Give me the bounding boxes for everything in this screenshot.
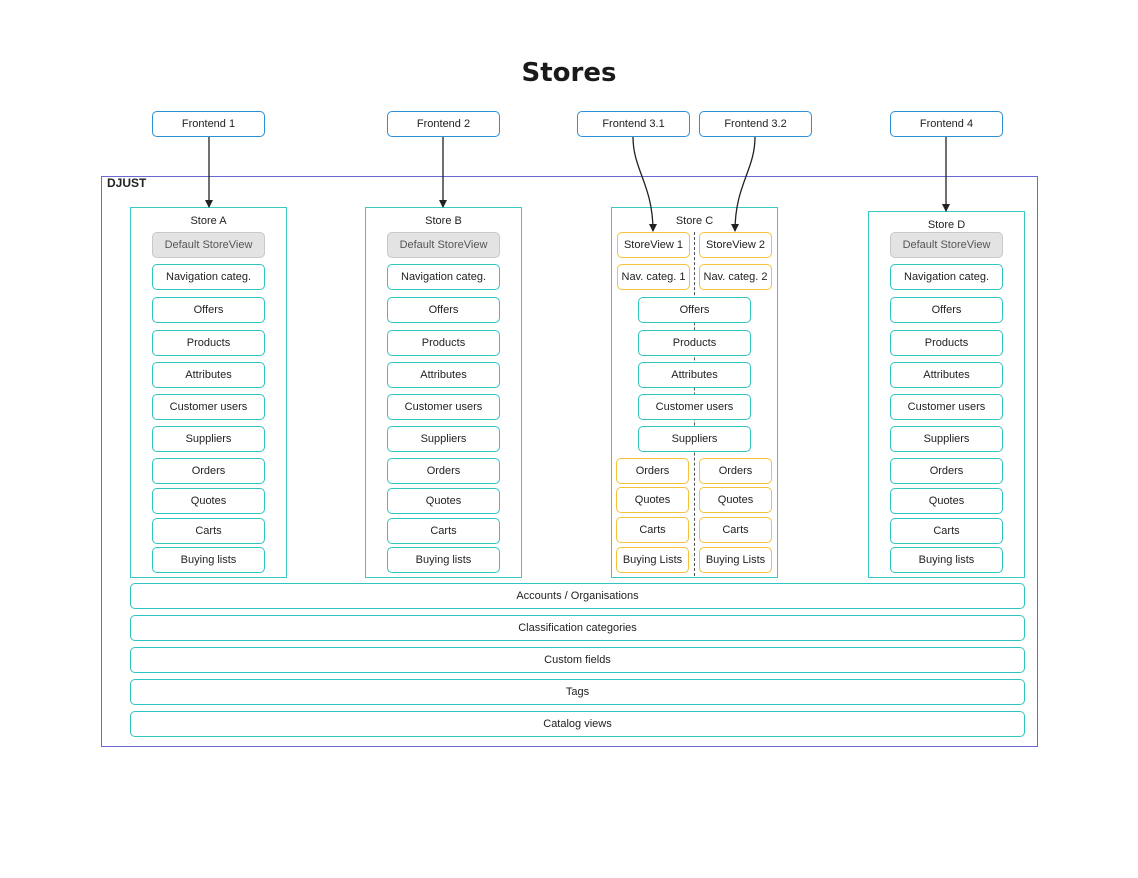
store-b-products: Products (387, 330, 500, 356)
store-d-navigation-categ: Navigation categ. (890, 264, 1003, 290)
store-b-attributes: Attributes (387, 362, 500, 388)
store-c-sv1-carts: Carts (616, 517, 689, 543)
frontend-3-2: Frontend 3.2 (699, 111, 812, 137)
shared-accounts-organisations: Accounts / Organisations (130, 583, 1025, 609)
store-b-label: Store B (425, 215, 462, 227)
store-c-sv2-buying-lists: Buying Lists (699, 547, 772, 573)
store-c-customer-users: Customer users (638, 394, 751, 420)
store-a-products: Products (152, 330, 265, 356)
store-b-suppliers: Suppliers (387, 426, 500, 452)
store-c-sv2-storeview-2: StoreView 2 (699, 232, 772, 258)
frontend-2: Frontend 2 (387, 111, 500, 137)
store-a-default-storeview: Default StoreView (152, 232, 265, 258)
store-d-suppliers: Suppliers (890, 426, 1003, 452)
store-b-carts: Carts (387, 518, 500, 544)
store-b-quotes: Quotes (387, 488, 500, 514)
store-d-buying-lists: Buying lists (890, 547, 1003, 573)
store-a-orders: Orders (152, 458, 265, 484)
store-b-navigation-categ: Navigation categ. (387, 264, 500, 290)
store-a-suppliers: Suppliers (152, 426, 265, 452)
store-c-offers: Offers (638, 297, 751, 323)
store-b-orders: Orders (387, 458, 500, 484)
store-d-orders: Orders (890, 458, 1003, 484)
store-c-sv2-orders: Orders (699, 458, 772, 484)
store-d-label: Store D (927, 219, 966, 231)
store-d-customer-users: Customer users (890, 394, 1003, 420)
arrow-frontend-3-1-to-storeview-1 (632, 136, 657, 232)
store-a-label: Store A (190, 215, 227, 227)
frontend-1: Frontend 1 (152, 111, 265, 137)
store-c-attributes: Attributes (638, 362, 751, 388)
store-c-sv1-quotes: Quotes (616, 487, 689, 513)
store-c-sv1-orders: Orders (616, 458, 689, 484)
djust-container (101, 176, 1038, 747)
store-c-suppliers: Suppliers (638, 426, 751, 452)
frontend-3-1: Frontend 3.1 (577, 111, 690, 137)
store-b-default-storeview: Default StoreView (387, 232, 500, 258)
store-a-offers: Offers (152, 297, 265, 323)
store-b-customer-users: Customer users (387, 394, 500, 420)
store-c-sv2-quotes: Quotes (699, 487, 772, 513)
store-b-buying-lists: Buying lists (387, 547, 500, 573)
store-c-label: Store C (675, 215, 714, 227)
shared-tags: Tags (130, 679, 1025, 705)
store-c-sv1-storeview-1: StoreView 1 (617, 232, 690, 258)
store-a-attributes: Attributes (152, 362, 265, 388)
store-a-quotes: Quotes (152, 488, 265, 514)
store-a-carts: Carts (152, 518, 265, 544)
shared-custom-fields: Custom fields (130, 647, 1025, 673)
store-c-products: Products (638, 330, 751, 356)
store-d-offers: Offers (890, 297, 1003, 323)
store-c (611, 207, 778, 578)
store-d-quotes: Quotes (890, 488, 1003, 514)
djust-label: DJUST (107, 176, 147, 190)
store-c-sv1-nav-categ-1: Nav. categ. 1 (617, 264, 690, 290)
store-d-attributes: Attributes (890, 362, 1003, 388)
store-b-offers: Offers (387, 297, 500, 323)
shared-classification-categories: Classification categories (130, 615, 1025, 641)
store-c-sv2-nav-categ-2: Nav. categ. 2 (699, 264, 772, 290)
frontend-4: Frontend 4 (890, 111, 1003, 137)
arrow-frontend-3-2-to-storeview-2 (731, 136, 756, 232)
store-d-carts: Carts (890, 518, 1003, 544)
store-d-products: Products (890, 330, 1003, 356)
diagram-title: Stores (521, 58, 617, 88)
store-a-buying-lists: Buying lists (152, 547, 265, 573)
store-d-default-storeview: Default StoreView (890, 232, 1003, 258)
store-c-sv2-carts: Carts (699, 517, 772, 543)
store-a-navigation-categ: Navigation categ. (152, 264, 265, 290)
store-c-sv1-buying-lists: Buying Lists (616, 547, 689, 573)
shared-catalog-views: Catalog views (130, 711, 1025, 737)
store-a-customer-users: Customer users (152, 394, 265, 420)
